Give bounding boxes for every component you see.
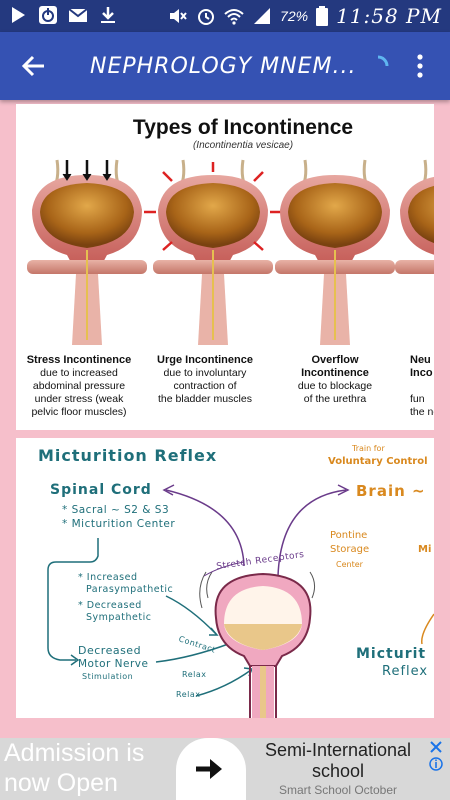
ad-advertiser[interactable]: Semi-International school Smart School O… [264,740,412,797]
micturition-reflex-title: Micturition Reflex [38,446,218,465]
caption-overflow: Overflow Incontinence due to blockage of… [297,354,373,405]
ad-choices-icon[interactable] [428,740,444,772]
relax-label-1: Relax [182,670,207,679]
stimulation-label: Stimulation [82,672,134,681]
micturition-image-card[interactable]: Micturition Reflex Spinal Cord * Sacral … [16,438,434,718]
sympathetic-label: Sympathetic [86,612,152,623]
relax-label-2: Relax [176,690,201,699]
sacral-label: * Sacral ~ S2 & S3 [62,504,170,516]
motor-nerve-label: Motor Nerve [78,658,149,670]
decreased-label: * Decreased [78,600,142,611]
caption-urge: Urge Incontinence due to involuntary con… [157,354,253,405]
gmail-icon [68,8,88,22]
brain-label: Brain ~ [356,482,426,500]
neurogenic-bladder [395,159,434,274]
voluntary-control-label: Voluntary Control [328,456,428,467]
stress-bladder [27,159,147,345]
center-label: Center [336,560,363,569]
arrow-right-icon[interactable] [194,756,224,782]
micturition-center-right-label: Mi [418,544,432,555]
power-icon [39,6,57,24]
signal-icon [254,8,271,24]
overflow-menu-icon[interactable] [410,52,430,80]
decreased-motor-label: Decreased [78,644,142,657]
incontinence-image-card[interactable]: Types of Incontinence (Incontinentia ves… [16,104,434,430]
ad-banner[interactable]: Admission is now Open Semi-International… [0,738,450,800]
micturition-reflex-right-label: Micturit [356,646,427,662]
loading-spinner-icon [377,55,389,67]
micturition-center-label: * Micturition Center [62,518,176,530]
app-bar: NEPHROLOGY MNEM... [0,32,450,100]
bladder-illustrations [27,159,434,345]
increased-label: * Increased [78,572,138,583]
reflex-right-label: Reflex [382,664,429,679]
back-arrow-icon[interactable] [20,52,48,80]
parasympathetic-label: Parasympathetic [86,584,174,595]
battery-percent: 72% [280,8,309,24]
status-bar: 72% 11:58 PM [0,0,450,32]
overflow-bladder [275,159,395,345]
ad-headline[interactable]: Admission is now Open [4,739,145,797]
card1-subtitle: (Incontinentia vesicae) [192,140,294,151]
urge-bladder [144,159,282,345]
mute-icon [170,9,187,23]
app-title: NEPHROLOGY MNEM... [90,54,357,79]
clock: 11:58 PM [336,4,442,28]
caption-stress: Stress Incontinence due to increased abd… [26,354,132,418]
play-store-icon [12,7,25,23]
card1-title: Types of Incontinence [132,116,354,139]
alarm-icon [198,9,215,25]
wifi-icon [224,9,244,25]
download-icon [101,7,115,23]
pontine-label: Pontine [330,530,368,541]
storage-label: Storage [330,544,370,555]
micturition-diagram [47,484,434,718]
battery-icon [316,6,329,26]
caption-neurogenic: Neu Inco fun the ne [410,354,434,418]
spinal-cord-label: Spinal Cord [50,482,152,498]
train-for-label: Train for [352,444,385,453]
